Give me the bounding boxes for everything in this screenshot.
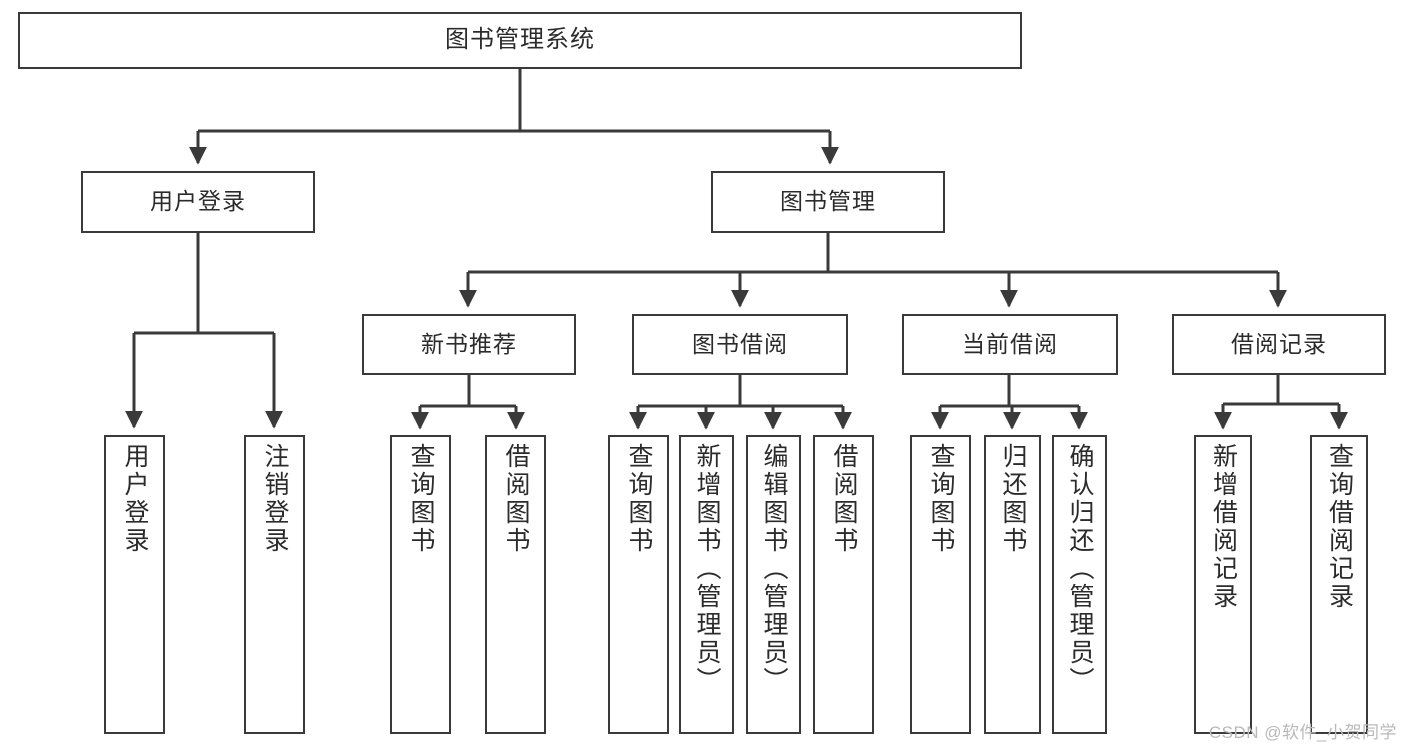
node-user-login[interactable]: 用户登录 bbox=[81, 171, 315, 233]
node-leaf-add-book-admin-label: 新增图书（管理员） bbox=[693, 443, 721, 695]
node-book-management-label: 图书管理 bbox=[780, 188, 876, 215]
node-leaf-edit-book-admin[interactable]: 编辑图书（管理员） bbox=[746, 435, 801, 734]
node-leaf-query-borrow-record-label: 查询借阅记录 bbox=[1325, 443, 1354, 611]
node-leaf-confirm-return-admin[interactable]: 确认归还（管理员） bbox=[1052, 435, 1107, 734]
node-root-label: 图书管理系统 bbox=[445, 26, 595, 54]
csdn-watermark: CSDN @软件_小贺同学 bbox=[1208, 723, 1397, 742]
node-leaf-query-books-recommend-label: 查询图书 bbox=[407, 443, 435, 555]
node-leaf-query-borrow-record[interactable]: 查询借阅记录 bbox=[1310, 435, 1368, 734]
node-leaf-query-books-recommend[interactable]: 查询图书 bbox=[390, 435, 451, 734]
node-borrow-records[interactable]: 借阅记录 bbox=[1172, 314, 1386, 375]
node-leaf-edit-book-admin-label: 编辑图书（管理员） bbox=[760, 443, 788, 695]
node-user-login-label: 用户登录 bbox=[150, 188, 246, 215]
node-leaf-confirm-return-admin-label: 确认归还（管理员） bbox=[1066, 443, 1094, 695]
node-leaf-return-books-label: 归还图书 bbox=[999, 443, 1027, 555]
node-leaf-add-borrow-record[interactable]: 新增借阅记录 bbox=[1194, 435, 1252, 734]
node-borrow-records-label: 借阅记录 bbox=[1231, 330, 1327, 357]
node-leaf-query-books-current[interactable]: 查询图书 bbox=[910, 435, 971, 734]
node-new-book-recommend[interactable]: 新书推荐 bbox=[362, 314, 576, 375]
node-book-borrow[interactable]: 图书借阅 bbox=[632, 314, 848, 375]
node-current-borrow-label: 当前借阅 bbox=[962, 330, 1058, 357]
node-leaf-user-login[interactable]: 用户登录 bbox=[104, 435, 165, 734]
node-new-book-recommend-label: 新书推荐 bbox=[421, 330, 517, 357]
node-leaf-borrow-books[interactable]: 借阅图书 bbox=[813, 435, 874, 734]
node-leaf-borrow-books-recommend[interactable]: 借阅图书 bbox=[485, 435, 546, 734]
node-leaf-add-borrow-record-label: 新增借阅记录 bbox=[1209, 443, 1238, 611]
node-leaf-return-books[interactable]: 归还图书 bbox=[984, 435, 1041, 734]
node-leaf-query-books-current-label: 查询图书 bbox=[927, 443, 955, 555]
node-leaf-add-book-admin[interactable]: 新增图书（管理员） bbox=[679, 435, 734, 734]
node-current-borrow[interactable]: 当前借阅 bbox=[902, 314, 1118, 375]
node-leaf-query-books-borrow-label: 查询图书 bbox=[625, 443, 653, 555]
node-leaf-borrow-books-recommend-label: 借阅图书 bbox=[502, 443, 530, 555]
node-leaf-logout-login[interactable]: 注销登录 bbox=[244, 435, 305, 734]
node-book-borrow-label: 图书借阅 bbox=[692, 330, 788, 357]
node-leaf-user-login-label: 用户登录 bbox=[121, 443, 149, 555]
node-book-management[interactable]: 图书管理 bbox=[711, 171, 945, 233]
node-leaf-logout-login-label: 注销登录 bbox=[261, 443, 289, 555]
node-leaf-query-books-borrow[interactable]: 查询图书 bbox=[608, 435, 669, 734]
node-leaf-borrow-books-label: 借阅图书 bbox=[830, 443, 858, 555]
node-root[interactable]: 图书管理系统 bbox=[18, 12, 1022, 69]
